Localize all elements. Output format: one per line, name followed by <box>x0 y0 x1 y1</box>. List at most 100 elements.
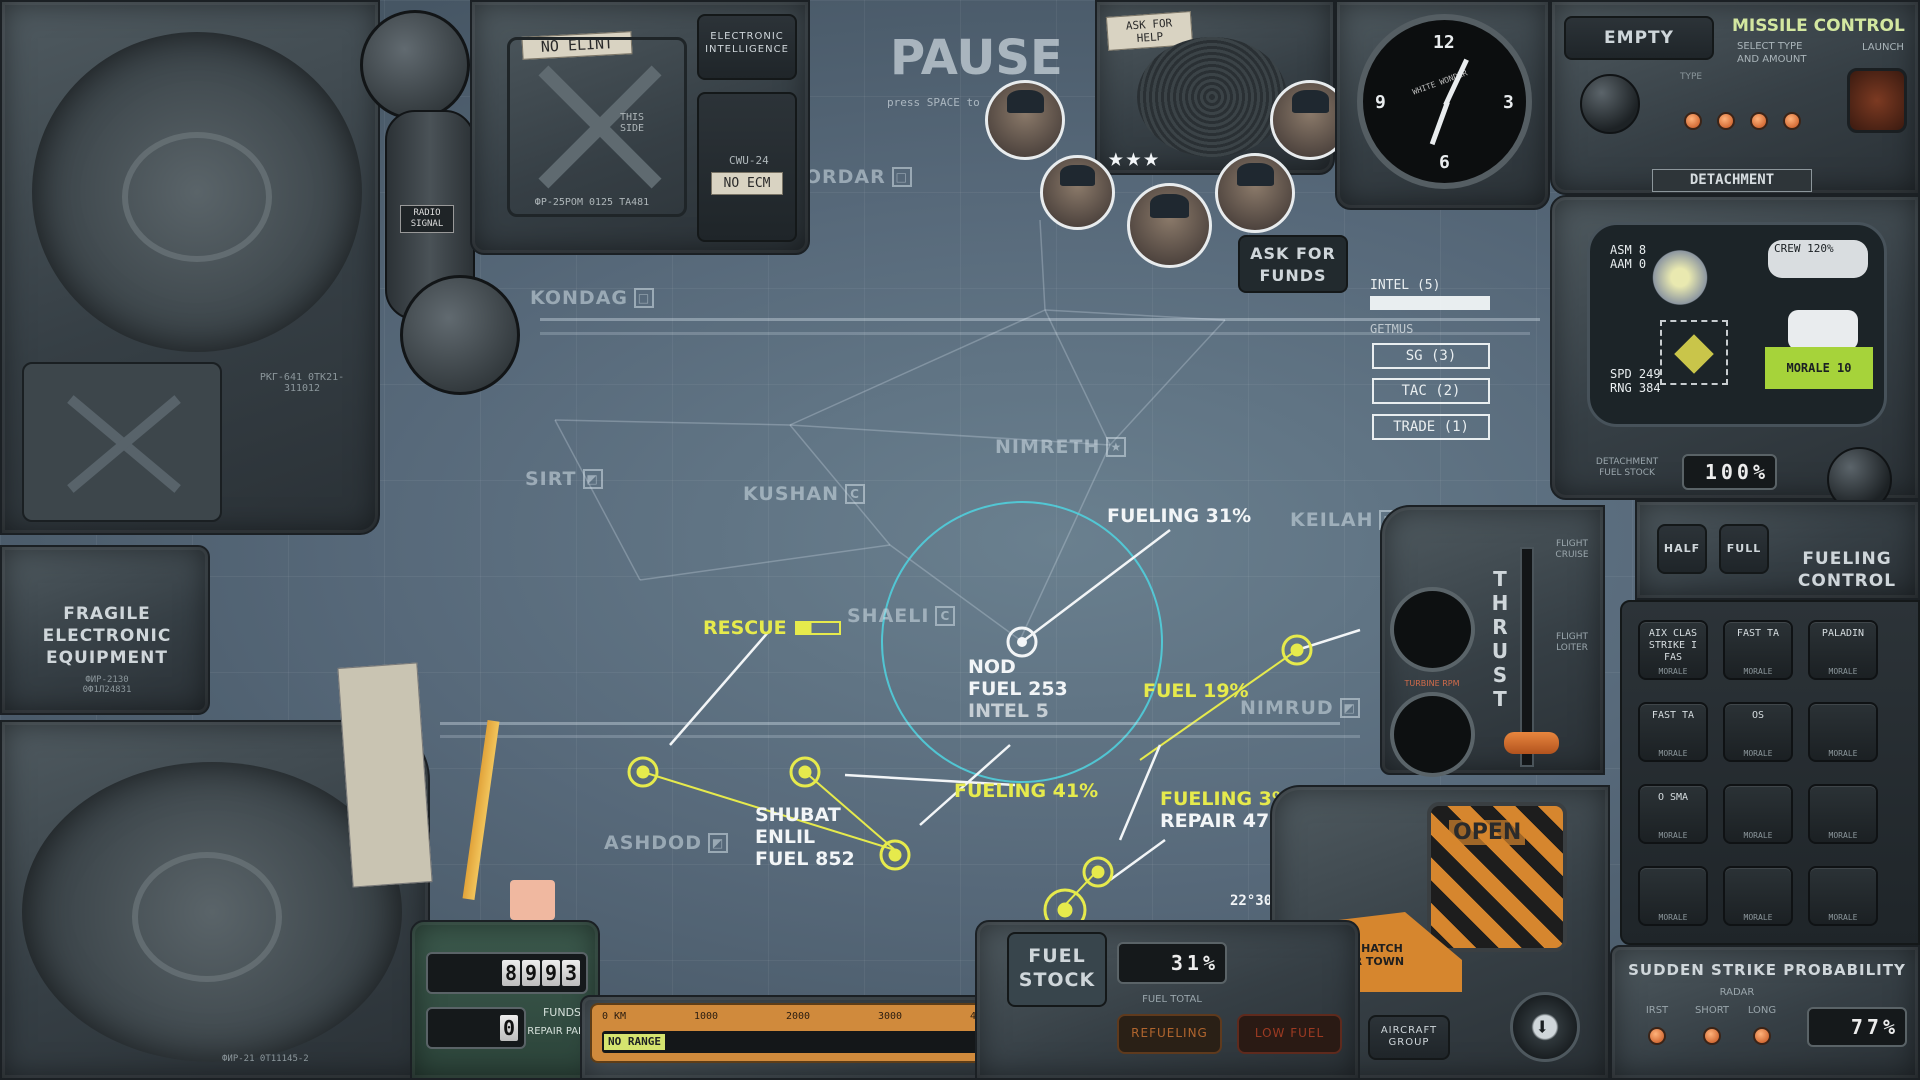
missile-sub: SELECT TYPE AND AMOUNT <box>1737 41 1807 65</box>
unit-morale-label: MORALE <box>1743 831 1773 840</box>
clock-hand <box>1429 101 1450 146</box>
merchant-avatar[interactable] <box>1127 183 1212 268</box>
fueling-41-label: FUELING 41% <box>954 780 1099 802</box>
thrust-lever-handle[interactable] <box>1504 732 1559 754</box>
radar-long-toggle[interactable] <box>1753 1027 1771 1045</box>
location-nimrud[interactable]: NIMRUD◩ <box>1240 697 1360 719</box>
hatch-open-label: OPEN <box>1449 820 1526 845</box>
intel-sg-button[interactable]: SG (3) <box>1372 343 1490 369</box>
turbine-label: TURBINE RPM <box>1404 679 1460 688</box>
intel-tac-button[interactable]: TAC (2) <box>1372 378 1490 404</box>
low-fuel-indicator: LOW FUEL <box>1237 1014 1342 1054</box>
intel-label: INTEL (5) <box>1370 278 1441 293</box>
location-nimreth[interactable]: NIMRETH★ <box>995 436 1127 458</box>
fuel-stock-title-box: FUEL STOCK <box>1007 932 1107 1007</box>
unit-slot-label: AIX CLAS STRIKE I FAS <box>1648 628 1698 663</box>
unit-slot[interactable]: MORALE <box>1808 702 1878 762</box>
range-tick-label: 0 KM <box>602 1011 627 1022</box>
funds-label: FUNDS <box>542 1006 582 1019</box>
range-fill <box>604 1034 666 1050</box>
arrow-down-icon: ⬇ <box>1535 1013 1550 1041</box>
fuel-full-button[interactable]: FULL <box>1719 524 1769 574</box>
launch-button[interactable] <box>1847 68 1907 133</box>
fueling-31-label: FUELING 31% <box>1107 505 1252 527</box>
captain-avatar[interactable] <box>985 80 1065 160</box>
location-sirt[interactable]: SIRT◩ <box>525 468 603 490</box>
hatch-cover[interactable]: OPEN <box>1427 802 1567 952</box>
thrust-slider-track[interactable] <box>1520 547 1534 767</box>
fuel-total-label: FUEL TOTAL <box>1142 994 1202 1005</box>
missile-type-knob[interactable] <box>1580 74 1640 134</box>
aircraft-group-button[interactable]: AIRCRAFT GROUP <box>1368 1015 1450 1060</box>
left-top-panel: РКГ-641 0ТК21-311012 <box>0 0 380 535</box>
plate-code: ФР-25РОМ 0125 ТА481 <box>534 197 650 208</box>
elint-label-box: ELECTRONIC INTELLIGENCE <box>697 14 797 80</box>
intel-trade-button[interactable]: TRADE (1) <box>1372 414 1490 440</box>
descend-button[interactable]: ⬇ <box>1510 992 1580 1062</box>
sudden-strike-panel: SUDDEN STRIKE PROBABILITY RADAR IRST SHO… <box>1610 945 1920 1080</box>
detection-radius <box>881 501 1163 783</box>
rating-stars-icon: ★★★ <box>1108 143 1161 173</box>
soldier-avatar[interactable] <box>1215 153 1295 233</box>
unit-slot[interactable]: MORALE <box>1723 866 1793 926</box>
unit-slot[interactable]: MORALE <box>1808 866 1878 926</box>
bottom-code: ФИР-21 0Т11145-2 <box>222 1054 309 1064</box>
fragile-box: FRAGILE ELECTRONIC EQUIPMENT ФИР-2130 0Ф… <box>0 545 210 715</box>
intel-bar <box>1370 296 1490 310</box>
unit-slot[interactable]: PALADIN MORALE <box>1808 620 1878 680</box>
nod-unit-label[interactable]: NOD FUEL 253 INTEL 5 <box>968 656 1068 722</box>
fuel-half-button[interactable]: HALF <box>1657 524 1707 574</box>
crew-badge: CREW 120% <box>1768 240 1868 278</box>
intel-sub: GETMUS <box>1370 322 1414 336</box>
radar-short-toggle[interactable] <box>1703 1027 1721 1045</box>
shubat-unit-label[interactable]: SHUBAT ENLIL FUEL 852 <box>755 804 855 870</box>
unit-slot-label: PALADIN <box>1821 628 1865 639</box>
unit-slot[interactable]: MORALE <box>1723 784 1793 844</box>
aircraft-icon <box>1674 334 1714 374</box>
refueling-indicator: REFUELING <box>1117 1014 1222 1054</box>
telephone-icon[interactable] <box>350 0 480 130</box>
aircraft-slot[interactable] <box>1660 320 1728 385</box>
star-icon: ★ <box>1106 437 1127 457</box>
missile-toggle-4[interactable] <box>1783 112 1801 130</box>
fueling-control-panel: HALF FULL FUELING CONTROL <box>1635 500 1920 600</box>
location-ashdod[interactable]: ASHDOD◩ <box>604 832 728 854</box>
pause-title: PAUSE <box>890 30 1063 86</box>
funds-panel: 8 9 9 3 0 FUNDS REPAIR PARTS <box>410 920 600 1080</box>
morale-shape <box>1788 310 1858 350</box>
unit-morale-label: MORALE <box>1828 667 1858 676</box>
location-icon: □ <box>634 288 654 308</box>
cross-box <box>507 37 687 217</box>
location-icon: ◩ <box>708 833 728 853</box>
pkf-code: РКГ-641 0ТК21-311012 <box>259 372 345 394</box>
unit-morale-label: MORALE <box>1743 749 1773 758</box>
missile-toggle-2[interactable] <box>1717 112 1735 130</box>
location-icon: ◩ <box>1339 698 1360 718</box>
rescue-indicator[interactable]: RESCUE <box>703 617 841 639</box>
unit-slot[interactable]: MORALE <box>1638 866 1708 926</box>
clock-face: 12 3 6 9 WHITE WONDER <box>1357 14 1532 189</box>
irst-toggle[interactable] <box>1648 1027 1666 1045</box>
telephone-earpiece-icon[interactable] <box>400 275 520 395</box>
ruler <box>337 662 433 888</box>
unit-morale-label: MORALE <box>1828 913 1858 922</box>
detachment-fuel-label: DETACHMENT FUEL STOCK <box>1595 457 1659 478</box>
unit-morale-label: MORALE <box>1743 667 1773 676</box>
missile-toggle-1[interactable] <box>1684 112 1702 130</box>
ask-funds-box[interactable]: ASK FOR FUNDS <box>1238 235 1348 293</box>
flight-loiter-label: FLIGHT LOITER <box>1555 632 1589 653</box>
unit-slot[interactable]: MORALE <box>1808 784 1878 844</box>
ecm-box: CWU-24 NO ECM <box>697 92 797 242</box>
location-kondag[interactable]: KONDAG□ <box>530 287 654 309</box>
missile-toggle-3[interactable] <box>1750 112 1768 130</box>
rescue-progress <box>794 621 841 635</box>
officer-avatar[interactable] <box>1040 155 1115 230</box>
